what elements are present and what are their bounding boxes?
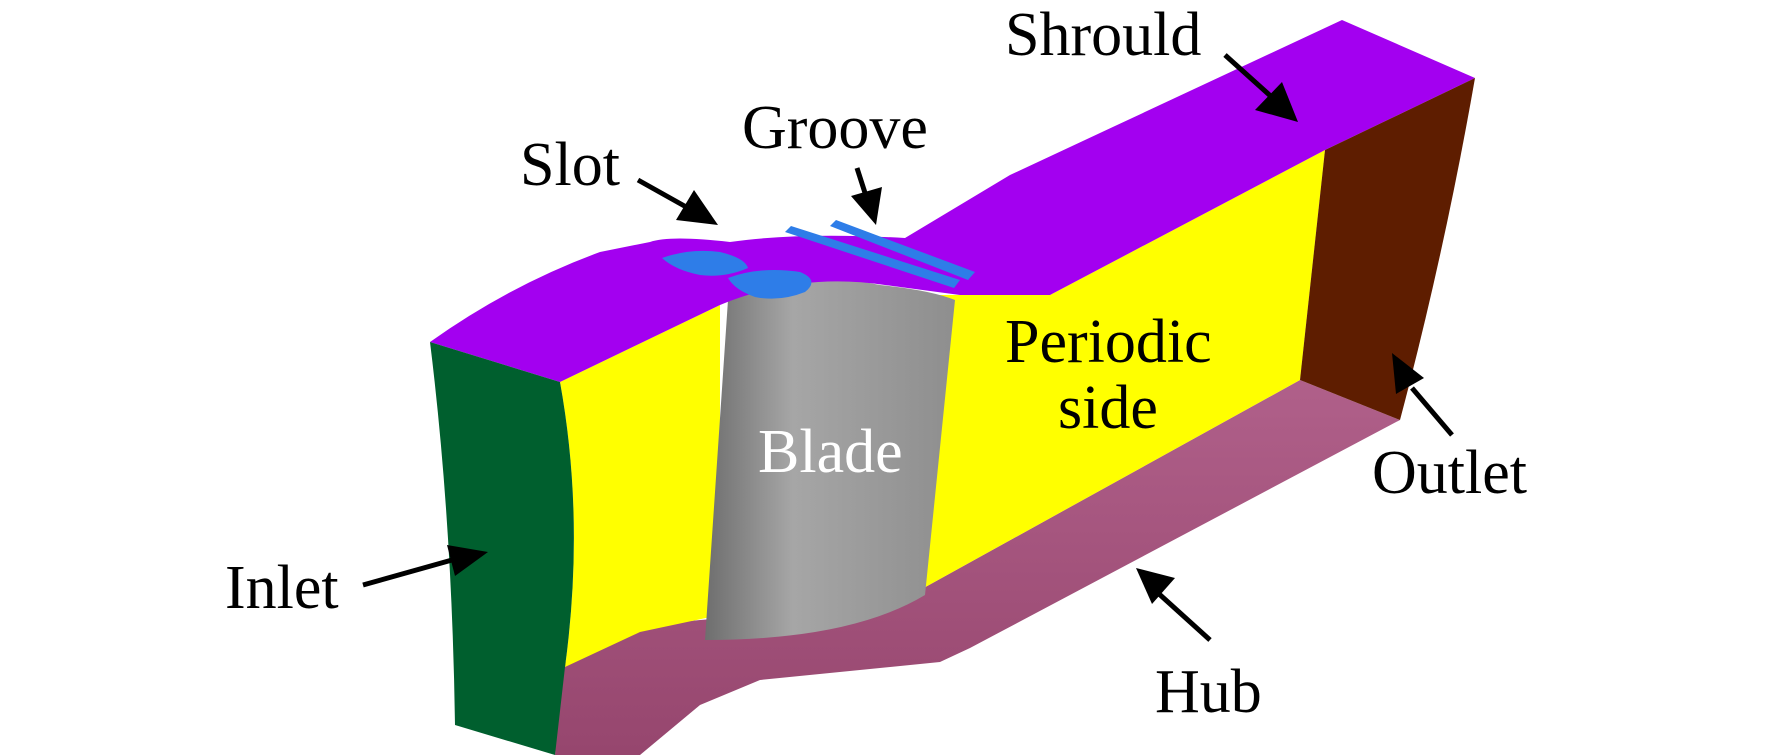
hub-label: Hub (1155, 658, 1262, 726)
shroud-label: Shrould (1005, 1, 1201, 69)
outlet-label: Outlet (1372, 439, 1527, 507)
slot-label: Slot (520, 131, 620, 199)
blade-surface (705, 279, 955, 640)
groove-arrow (851, 167, 882, 225)
periodic-side-label-line2: side (1058, 374, 1158, 442)
slot-shape-1 (662, 250, 748, 276)
periodic-side-left (560, 305, 720, 667)
inlet-face (430, 342, 574, 755)
slot-arrow (636, 177, 718, 225)
blade-label: Blade (758, 418, 903, 486)
periodic-side-right (920, 150, 1325, 590)
slot-shape-2 (728, 270, 812, 299)
inlet-arrow (362, 545, 488, 588)
periodic-side-label-line1: Periodic (1005, 308, 1212, 376)
inlet-label: Inlet (225, 554, 339, 622)
groove-label: Groove (742, 94, 928, 162)
outlet-face (1300, 78, 1475, 420)
shroud-arrow (1223, 53, 1298, 122)
outlet-arrow (1392, 353, 1454, 437)
hub-arrow (1136, 568, 1212, 642)
groove-bar-2 (830, 220, 975, 280)
shroud-surface (430, 20, 1475, 382)
hub-surface (555, 380, 1400, 755)
groove-bar-1 (785, 226, 960, 288)
